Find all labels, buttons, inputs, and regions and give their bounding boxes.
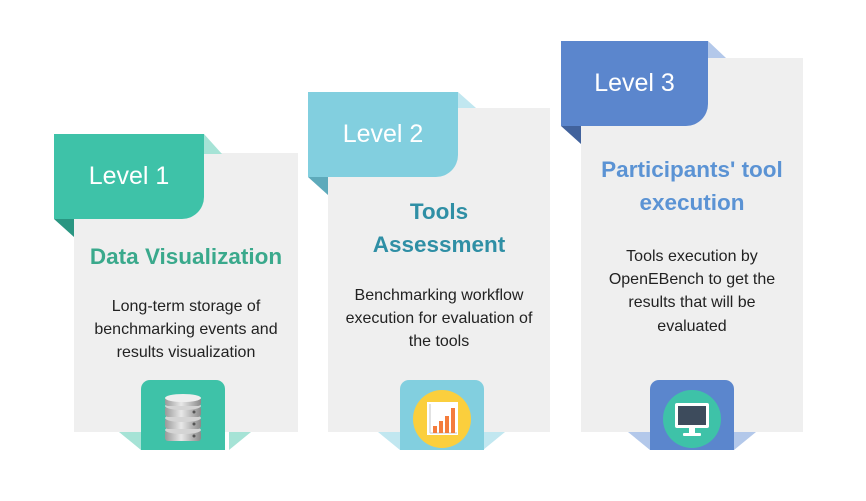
level-1-tab-corner bbox=[204, 134, 222, 154]
level-1-icon-tri-right bbox=[229, 432, 251, 450]
level-3-description: Tools execution by OpenEBench to get the… bbox=[608, 248, 776, 335]
bar-chart-icon bbox=[413, 390, 471, 448]
level-3-icon-tri-left bbox=[628, 432, 650, 450]
level-2-tab: Level 2 bbox=[308, 92, 458, 177]
level-3-tab-corner bbox=[708, 41, 726, 58]
level-2-icon-tri-right bbox=[483, 432, 505, 450]
level-2-description: Benchmarking workflow execution for eval… bbox=[345, 287, 533, 351]
level-2-tab-corner bbox=[458, 92, 476, 108]
level-2-icon-tri-left bbox=[378, 432, 400, 450]
level-1-tab: Level 1 bbox=[54, 134, 204, 219]
level-2-title: Tools Assessment bbox=[372, 199, 506, 257]
level-2-tab-fold bbox=[308, 177, 328, 195]
level-1-title: Data Visualization bbox=[89, 244, 283, 269]
level-2-tab-label: Level 2 bbox=[342, 120, 424, 148]
level-1-icon-tri-left bbox=[119, 432, 141, 450]
monitor-icon bbox=[663, 390, 721, 448]
database-icon bbox=[163, 394, 203, 444]
level-1-description: Long-term storage of benchmarking events… bbox=[94, 298, 278, 362]
level-3-icon-tri-right bbox=[734, 432, 756, 450]
level-3-tab-fold bbox=[561, 126, 581, 144]
level-3-title: Participants' tool execution bbox=[601, 157, 783, 215]
level-1-tab-fold bbox=[54, 219, 74, 237]
level-3-tab: Level 3 bbox=[561, 41, 708, 126]
level-1-tab-label: Level 1 bbox=[88, 162, 170, 190]
level-3-tab-label: Level 3 bbox=[594, 69, 675, 97]
